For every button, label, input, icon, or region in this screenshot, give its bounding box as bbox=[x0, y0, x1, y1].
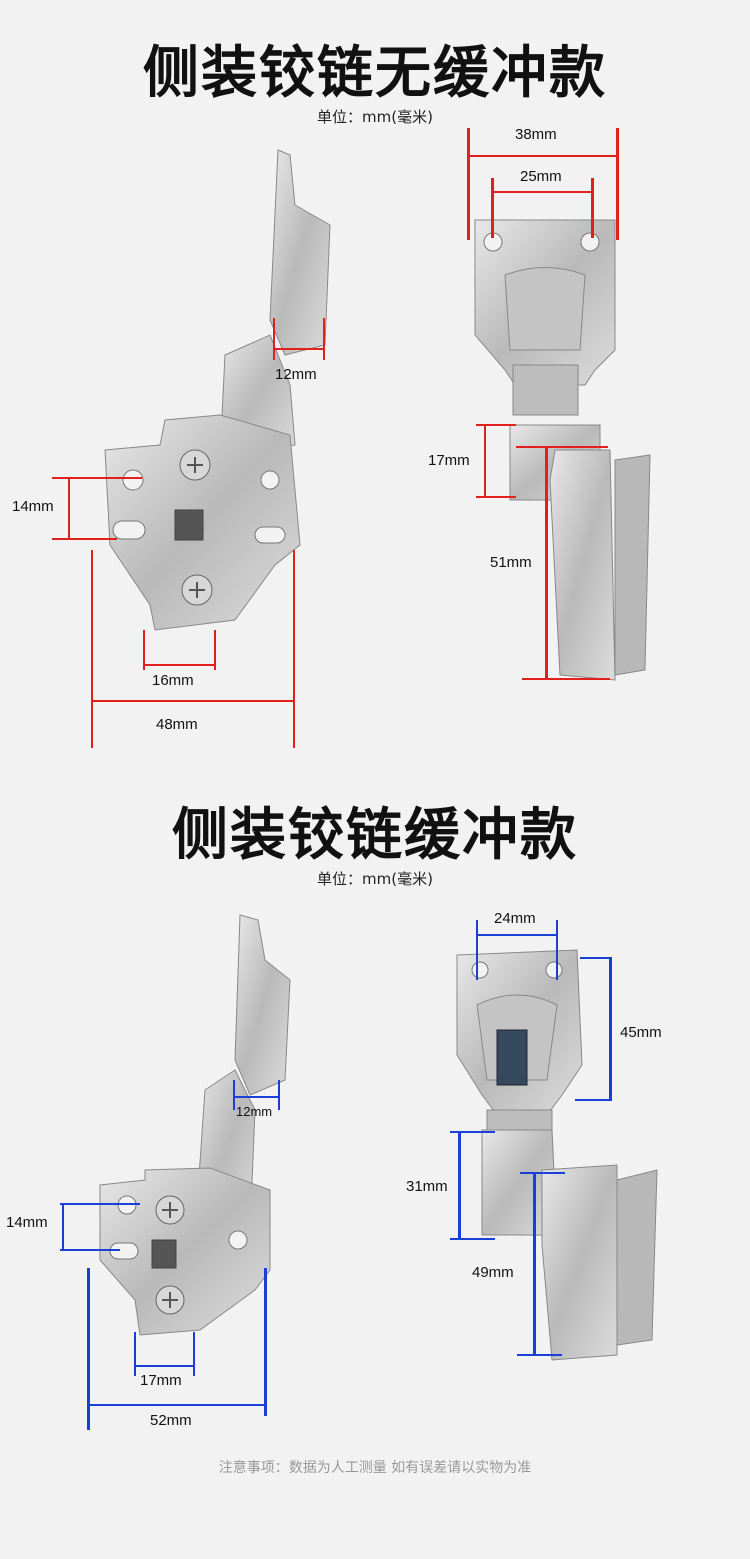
measure-line-45 bbox=[609, 957, 612, 1101]
dim-14b: 14mm bbox=[6, 1214, 48, 1231]
measure-line-52 bbox=[87, 1404, 267, 1406]
dim-38: 38mm bbox=[515, 126, 557, 143]
measure-line-12b bbox=[233, 1096, 280, 1098]
measure-line-17-top bbox=[476, 424, 516, 426]
measure-line-45-top bbox=[580, 957, 612, 959]
dim-14: 14mm bbox=[12, 498, 54, 515]
measure-line-25-left bbox=[491, 178, 494, 238]
dim-12b: 12mm bbox=[236, 1104, 273, 1119]
measure-line-31 bbox=[458, 1131, 461, 1240]
dim-52: 52mm bbox=[150, 1412, 192, 1429]
dim-48: 48mm bbox=[156, 716, 198, 733]
measure-line-52-right bbox=[264, 1268, 267, 1416]
measure-line-12b-right bbox=[278, 1080, 280, 1110]
measure-line-12b-left bbox=[233, 1080, 235, 1110]
dim-12: 12mm bbox=[275, 366, 317, 383]
footnote: 注意事项：数据为人工测量 如有误差请以实物为准 bbox=[218, 1460, 532, 1476]
measure-line-31-top bbox=[450, 1131, 495, 1133]
measure-line-24 bbox=[476, 934, 558, 936]
measure-line-48 bbox=[91, 700, 295, 702]
measure-line-49 bbox=[533, 1172, 536, 1356]
measure-line-16-left bbox=[143, 630, 145, 670]
measure-line-25 bbox=[491, 191, 594, 193]
measure-line-17b-right bbox=[193, 1332, 195, 1376]
measure-line-38-right bbox=[616, 128, 619, 240]
dim-17b: 17mm bbox=[140, 1372, 182, 1389]
page-title: 侧装铰链无缓冲款 bbox=[143, 41, 607, 106]
measure-line-17b-left bbox=[134, 1332, 136, 1376]
measure-line-24-left bbox=[476, 920, 478, 980]
hinge-front-view-image-2 bbox=[456, 949, 658, 1361]
measure-line-14b-top bbox=[60, 1203, 140, 1205]
measure-line-17 bbox=[484, 424, 486, 498]
dim-25: 25mm bbox=[520, 168, 562, 185]
hinge-side-view-image bbox=[104, 149, 331, 631]
measure-line-51 bbox=[545, 446, 548, 680]
measure-line-49-bottom bbox=[517, 1354, 562, 1356]
hinge-side-view-image-2 bbox=[99, 914, 291, 1336]
dim-49: 49mm bbox=[472, 1264, 514, 1281]
measure-line-24-right bbox=[556, 920, 558, 980]
measure-line-12-right bbox=[323, 318, 325, 360]
page-title-2: 侧装铰链缓冲款 bbox=[172, 803, 578, 868]
unit-label: 单位：mm(毫米) bbox=[317, 108, 433, 126]
dim-45: 45mm bbox=[620, 1024, 662, 1041]
panel-damping bbox=[0, 752, 750, 1559]
measure-line-45-bottom bbox=[575, 1099, 612, 1101]
hinge-front-view-image bbox=[474, 219, 651, 681]
dim-17: 17mm bbox=[428, 452, 470, 469]
measure-line-51-bottom bbox=[522, 678, 610, 680]
measure-line-49-top bbox=[520, 1172, 565, 1174]
dim-24: 24mm bbox=[494, 910, 536, 927]
measure-line-16 bbox=[143, 664, 216, 666]
measure-line-14b bbox=[62, 1203, 64, 1251]
measure-line-16-right bbox=[214, 630, 216, 670]
unit-label-2: 单位：mm(毫米) bbox=[317, 870, 433, 888]
measure-line-14 bbox=[68, 477, 70, 540]
dim-51: 51mm bbox=[490, 554, 532, 571]
measure-line-14-bottom bbox=[52, 538, 117, 540]
measure-line-14b-bottom bbox=[60, 1249, 120, 1251]
measure-line-17-bottom bbox=[476, 496, 516, 498]
measure-line-48-left bbox=[91, 550, 93, 748]
measure-line-17b bbox=[134, 1365, 195, 1367]
measure-line-38 bbox=[467, 155, 619, 157]
dim-16: 16mm bbox=[152, 672, 194, 689]
dim-31: 31mm bbox=[406, 1178, 448, 1195]
measure-line-25-right bbox=[591, 178, 594, 238]
measure-line-14-top bbox=[52, 477, 142, 479]
measure-line-12 bbox=[273, 348, 325, 350]
measure-line-48-right bbox=[293, 550, 295, 748]
measure-line-52-left bbox=[87, 1268, 90, 1430]
measure-line-51-top bbox=[516, 446, 608, 448]
measure-line-38-left bbox=[467, 128, 470, 240]
measure-line-12-left bbox=[273, 318, 275, 360]
measure-line-31-bottom bbox=[450, 1238, 495, 1240]
